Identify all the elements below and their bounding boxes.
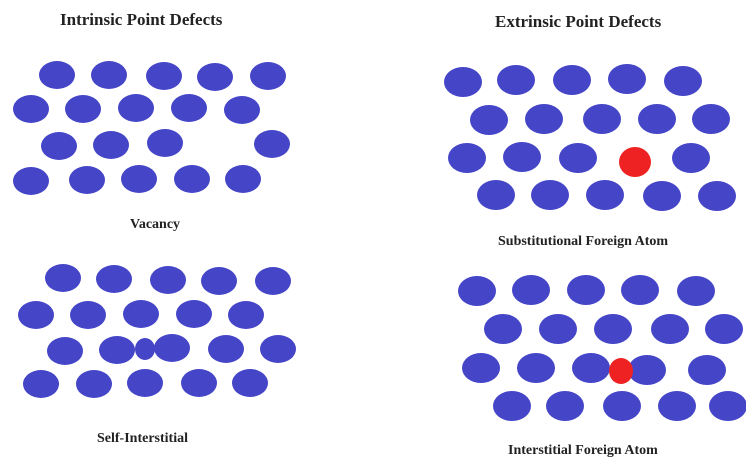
host-atom xyxy=(705,314,743,344)
host-atom xyxy=(255,267,291,295)
host-atom xyxy=(45,264,81,292)
host-atom xyxy=(250,62,286,90)
host-atom xyxy=(484,314,522,344)
host-atom xyxy=(225,165,261,193)
host-atom xyxy=(18,301,54,329)
host-atom xyxy=(39,61,75,89)
host-atom xyxy=(69,166,105,194)
host-atom xyxy=(444,67,482,97)
host-atom xyxy=(154,334,190,362)
host-atom xyxy=(559,143,597,173)
host-atom xyxy=(176,300,212,328)
host-atom xyxy=(572,353,610,383)
vacancy-caption: Vacancy xyxy=(130,217,181,232)
host-atom xyxy=(583,104,621,134)
host-atom xyxy=(13,167,49,195)
host-atom xyxy=(127,369,163,397)
host-atom xyxy=(65,95,101,123)
host-atom xyxy=(147,129,183,157)
host-atom xyxy=(692,104,730,134)
host-atom xyxy=(76,370,112,398)
substitutional-caption: Substitutional Foreign Atom xyxy=(498,234,669,249)
interstitial-foreign-caption: Interstitial Foreign Atom xyxy=(508,443,658,458)
host-atom xyxy=(512,275,550,305)
extrinsic-heading: Extrinsic Point Defects xyxy=(495,12,662,31)
host-atom xyxy=(70,301,106,329)
host-atom xyxy=(146,62,182,90)
host-atom xyxy=(493,391,531,421)
host-atom xyxy=(546,391,584,421)
host-atom xyxy=(677,276,715,306)
host-atom xyxy=(567,275,605,305)
host-atom xyxy=(224,96,260,124)
host-atom xyxy=(477,180,515,210)
host-atom xyxy=(709,391,746,421)
host-atom xyxy=(586,180,624,210)
host-atom xyxy=(553,65,591,95)
interstitial-host-atom xyxy=(135,338,155,360)
host-atom xyxy=(621,275,659,305)
vacancy-lattice xyxy=(13,61,290,195)
host-atom xyxy=(47,337,83,365)
host-atom xyxy=(698,181,736,211)
substitutional-lattice xyxy=(444,64,736,211)
host-atom xyxy=(121,165,157,193)
host-atom xyxy=(171,94,207,122)
host-atom xyxy=(539,314,577,344)
host-atom xyxy=(96,265,132,293)
host-atom xyxy=(448,143,486,173)
host-atom xyxy=(688,355,726,385)
host-atom xyxy=(608,64,646,94)
host-atom xyxy=(13,95,49,123)
host-atom xyxy=(99,336,135,364)
host-atom xyxy=(517,353,555,383)
host-atom xyxy=(181,369,217,397)
host-atom xyxy=(525,104,563,134)
host-atom xyxy=(23,370,59,398)
host-atom xyxy=(658,391,696,421)
host-atom xyxy=(638,104,676,134)
host-atom xyxy=(497,65,535,95)
host-atom xyxy=(672,143,710,173)
host-atom xyxy=(174,165,210,193)
host-atom xyxy=(93,131,129,159)
interstitial-foreign-atom xyxy=(609,358,633,384)
host-atom xyxy=(41,132,77,160)
host-atom xyxy=(232,369,268,397)
host-atom xyxy=(462,353,500,383)
interstitial-foreign-lattice xyxy=(458,275,746,421)
host-atom xyxy=(228,301,264,329)
host-atom xyxy=(458,276,496,306)
host-atom xyxy=(91,61,127,89)
substitutional-foreign-atom xyxy=(619,147,651,177)
host-atom xyxy=(628,355,666,385)
host-atom xyxy=(123,300,159,328)
self-interstitial-lattice xyxy=(18,264,296,398)
host-atom xyxy=(254,130,290,158)
host-atom xyxy=(197,63,233,91)
host-atom xyxy=(201,267,237,295)
self-interstitial-caption: Self-Interstitial xyxy=(97,431,188,446)
host-atom xyxy=(664,66,702,96)
host-atom xyxy=(594,314,632,344)
host-atom xyxy=(603,391,641,421)
intrinsic-heading: Intrinsic Point Defects xyxy=(60,10,223,29)
host-atom xyxy=(208,335,244,363)
host-atom xyxy=(260,335,296,363)
host-atom xyxy=(503,142,541,172)
host-atom xyxy=(651,314,689,344)
host-atom xyxy=(470,105,508,135)
host-atom xyxy=(531,180,569,210)
host-atom xyxy=(643,181,681,211)
host-atom xyxy=(118,94,154,122)
host-atom xyxy=(150,266,186,294)
